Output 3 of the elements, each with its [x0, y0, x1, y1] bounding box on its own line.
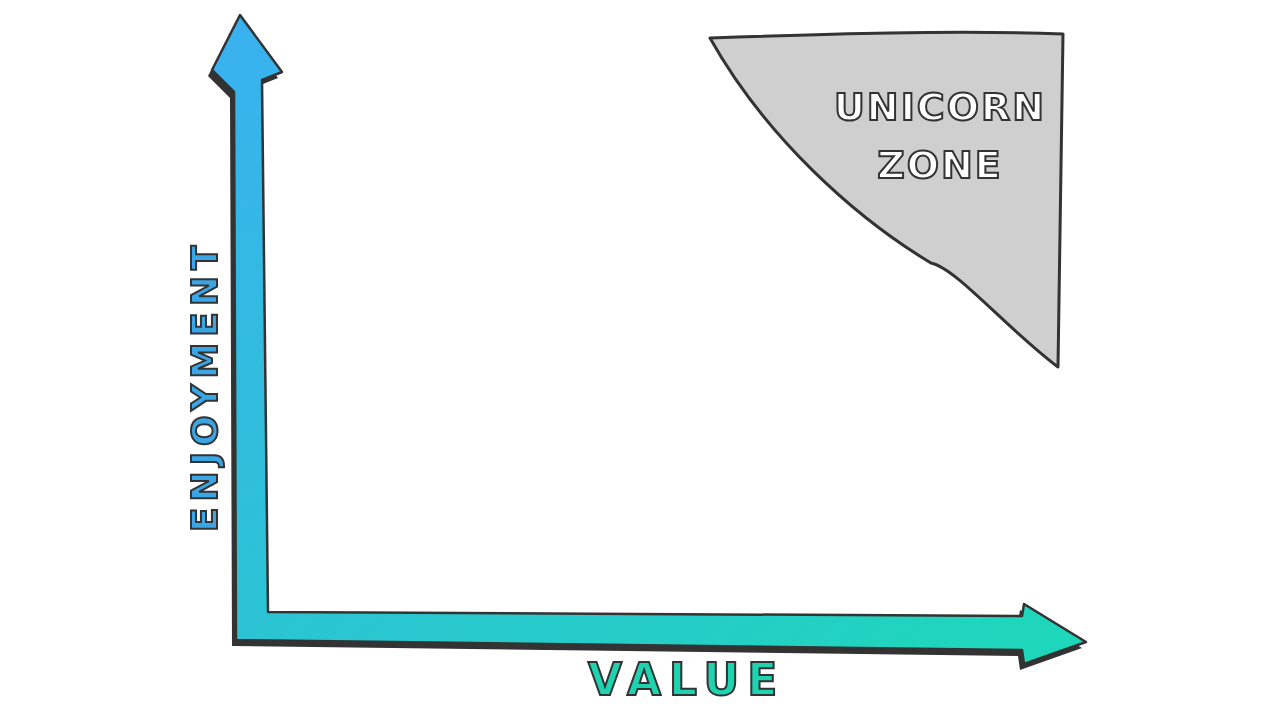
axis-label: VALUE: [588, 654, 786, 705]
zone-label: UNICORN ZONE: [832, 84, 1048, 189]
axis-label: ENJOYMENT: [184, 239, 225, 532]
